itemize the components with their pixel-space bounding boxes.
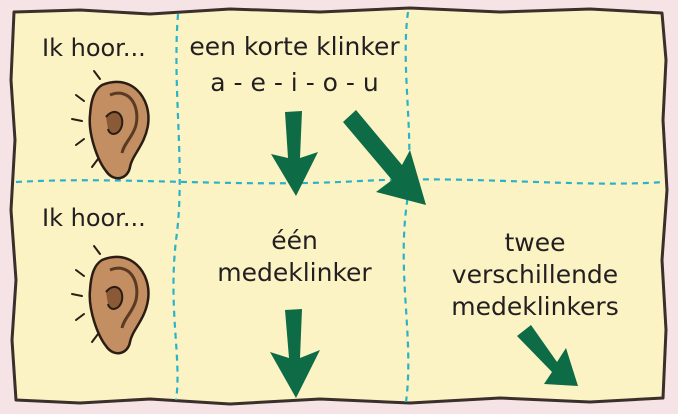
ear-icon — [71, 245, 150, 355]
divider-vertical-2 — [402, 11, 411, 403]
row2-right-line1: twee — [504, 228, 566, 257]
row2-label: Ik hoor... — [42, 204, 146, 232]
ear-icon — [71, 70, 150, 180]
paper-card — [9, 6, 669, 406]
row2-right-line2: verschillende — [451, 260, 619, 289]
arrow-diagonal-icon — [343, 110, 426, 205]
divider-horizontal — [15, 178, 665, 185]
row1-middle-text: een korte klinker — [189, 32, 400, 61]
row2-middle-line2: medeklinker — [217, 258, 372, 287]
row1-label: Ik hoor... — [42, 34, 146, 62]
arrow-down-icon — [270, 309, 320, 398]
row1-vowels: a - e - i - o - u — [210, 68, 379, 97]
grid-dividers — [15, 11, 665, 403]
arrow-down-icon — [271, 111, 318, 196]
arrow-diagonal-icon — [517, 325, 578, 386]
row2-right-line3: medeklinkers — [451, 292, 619, 321]
row2-middle-line1: één — [271, 226, 318, 255]
